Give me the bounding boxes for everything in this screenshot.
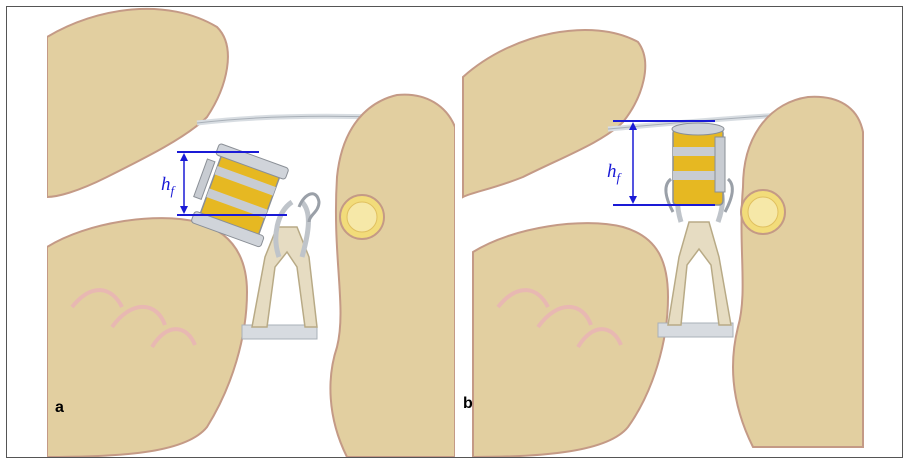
right-bone xyxy=(330,95,455,457)
figure-frame: hf a xyxy=(6,6,903,458)
height-label: hf xyxy=(161,174,177,198)
panel-a-illustration: hf xyxy=(47,7,455,457)
panel-label-b: b xyxy=(463,395,473,413)
upper-bone xyxy=(47,9,228,197)
height-label: hf xyxy=(607,161,623,185)
prosthesis-device xyxy=(672,123,725,205)
stapes xyxy=(668,222,731,325)
right-bone xyxy=(733,97,863,447)
lower-bone xyxy=(473,223,668,457)
panel-b-illustration: hf xyxy=(453,7,903,457)
panel-b: hf b xyxy=(453,7,903,457)
panel-a: hf a xyxy=(47,7,455,457)
panel-label-a: a xyxy=(55,399,64,417)
lower-bone xyxy=(47,218,247,457)
